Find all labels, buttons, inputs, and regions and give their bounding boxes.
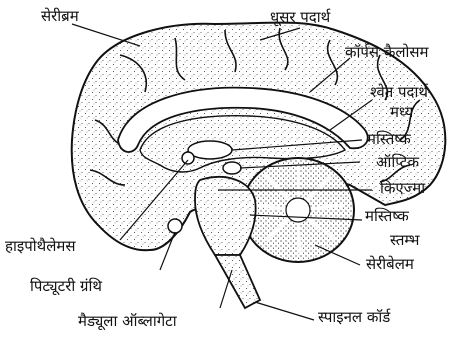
label-white-matter-2: मध्य [390,104,413,121]
spinal-cord-shape [215,255,260,308]
label-midbrain: मस्तिष्क [367,131,411,148]
label-pituitary: पिट्यूटरी ग्रंथि [30,278,102,295]
brainstem-shape [195,177,256,255]
hypothalamus-shape [182,152,194,164]
label-cerebrum: सेरीब्रम [41,8,79,25]
label-hypothalamus: हाइपोथैलेमस [5,238,76,255]
label-brainstem-2: स्तम्भ [390,232,419,249]
optic-chiasma-shape [223,162,241,174]
label-grey-matter: धूसर पदार्थ [270,9,330,26]
label-corpus-callosum: कॉर्पस कैलोसम [345,44,429,61]
label-spinal-cord: स्पाइनल कॉर्ड [318,309,390,326]
label-white-matter-1: श्वेत पदार्थ [370,84,428,101]
label-brainstem-1: मस्तिष्क [365,208,409,225]
label-cerebellum: सेरीबेलम [366,256,414,273]
label-medulla: मैड्यूला ऑब्लागेटा [78,313,177,330]
label-optic-chiasma-2: किएज्मा [380,180,425,197]
pituitary-shape [168,219,182,233]
midbrain-shape [188,141,232,159]
label-optic-chiasma-1: ऑप्टिक [376,154,419,171]
